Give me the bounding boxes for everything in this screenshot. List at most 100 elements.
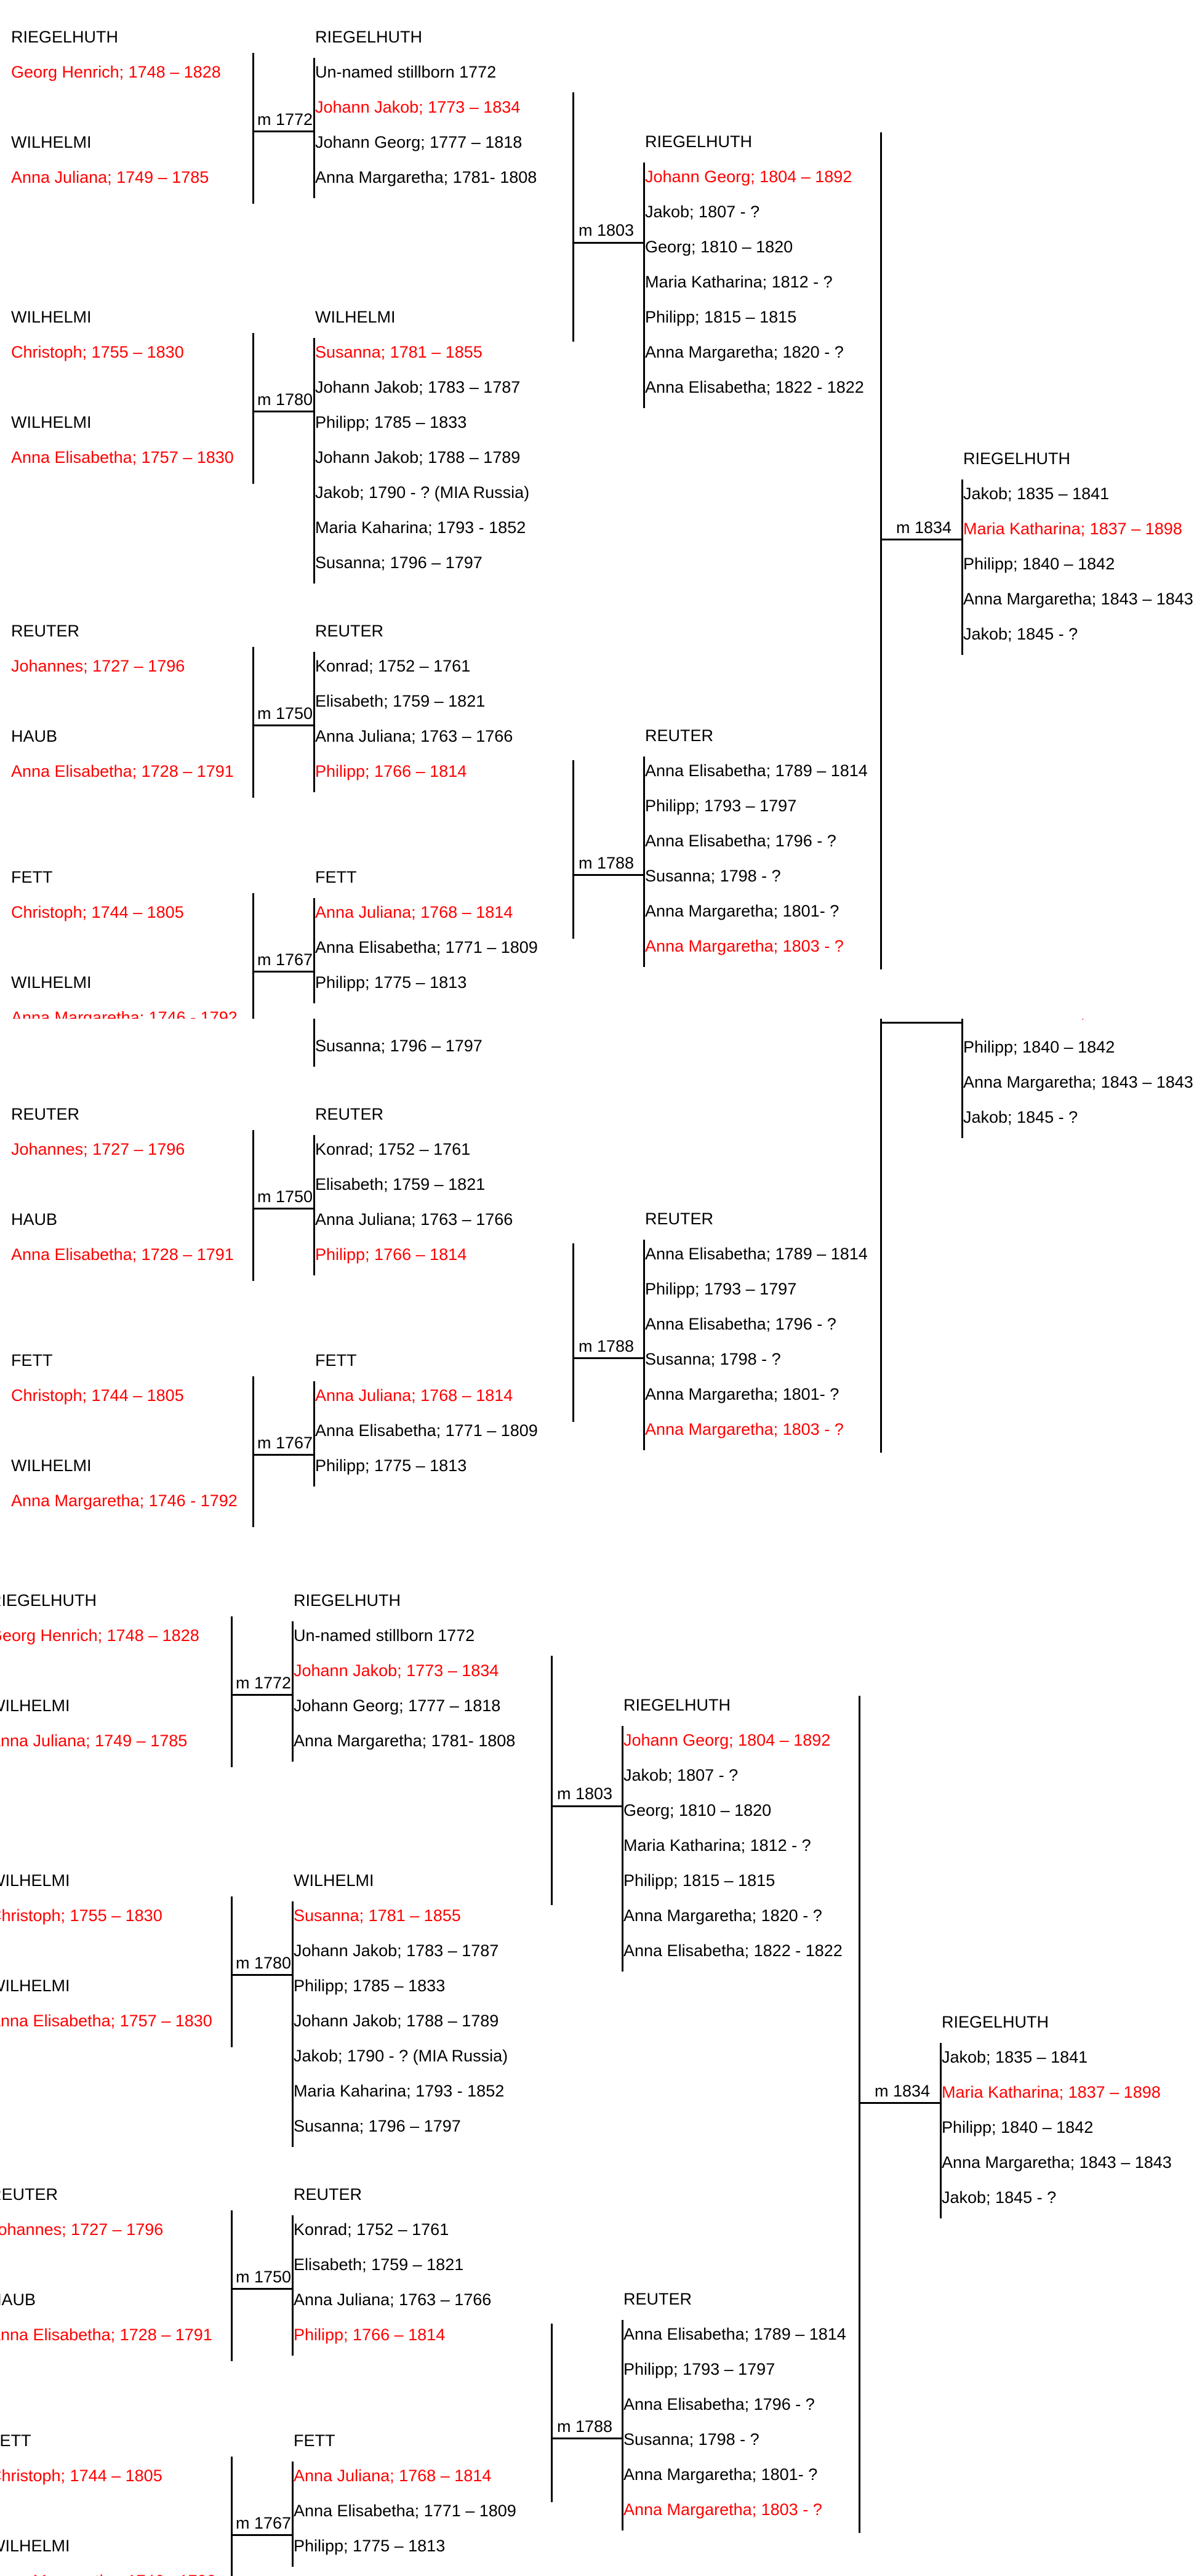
child-name: Anna Margaretha; 1803 - ?: [645, 936, 844, 955]
mother-name: Anna Elisabetha; 1757 – 1830: [11, 447, 234, 467]
marriage-line: [572, 874, 645, 876]
child-name: Anna Juliana; 1763 – 1766: [315, 726, 513, 745]
mother-name: Anna Elisabetha; 1728 – 1791: [11, 1245, 234, 1264]
parents-bracket: [231, 2210, 233, 2361]
children-bracket: [313, 1135, 315, 1276]
child-name: Jakob; 1845 - ?: [963, 1107, 1078, 1126]
mother-surname: WILHELMI: [11, 973, 92, 992]
child-name: Johann Georg; 1804 – 1892: [645, 167, 852, 186]
father-name: Johannes; 1727 – 1796: [0, 2220, 164, 2239]
children-surname: REUTER: [645, 726, 714, 745]
child-name: Johann Jakob; 1773 – 1834: [315, 97, 521, 116]
marriage-label: m 1750: [257, 1187, 313, 1206]
child-name: Susanna; 1796 – 1797: [315, 553, 483, 572]
mother-name: Anna Juliana; 1749 – 1785: [11, 167, 209, 187]
child-name: Philipp; 1840 – 1842: [963, 554, 1115, 573]
child-name: Anna Margaretha; 1803 - ?: [645, 1419, 844, 1438]
father-surname: WILHELMI: [0, 1871, 70, 1890]
marriage-line: [572, 241, 645, 244]
child-name: Jakob; 1845 - ?: [963, 624, 1078, 643]
marriage-label: m 1788: [579, 853, 635, 872]
child-name: Maria Katharina; 1812 - ?: [645, 272, 833, 291]
marriage-line: [572, 1357, 645, 1359]
child-name: Anna Margaretha; 1781- 1808: [294, 1731, 516, 1750]
marriage-line: [252, 1208, 315, 1210]
child-name: Konrad; 1752 – 1761: [294, 2220, 449, 2239]
children-bracket: [313, 1381, 315, 1487]
child-name: Anna Margaretha; 1843 – 1843: [963, 1072, 1193, 1091]
parents-bracket: [551, 1656, 553, 1905]
child-name: Susanna; 1798 - ?: [645, 1349, 781, 1368]
marriage-line: [551, 2438, 623, 2439]
marriage-line: [231, 2288, 294, 2290]
father-name: Christoph; 1744 – 1805: [11, 1386, 184, 1405]
child-name: Philipp; 1840 – 1842: [963, 1037, 1115, 1056]
child-name: Philipp; 1785 – 1833: [294, 1976, 446, 1995]
father-surname: RIEGELHUTH: [11, 27, 119, 46]
mother-surname: WILHELMI: [11, 1456, 92, 1475]
parents-bracket: [572, 92, 574, 342]
parents-bracket: [880, 132, 882, 969]
marriage-line: [252, 130, 315, 133]
child-name: Jakob; 1807 - ?: [645, 202, 760, 221]
marriage-label: m 1772: [236, 1673, 292, 1692]
father-name: Johannes; 1727 – 1796: [11, 656, 185, 675]
children-bracket: [313, 652, 315, 793]
children-bracket: [961, 1019, 963, 1139]
child-name: Jakob; 1790 - ? (MIA Russia): [315, 483, 530, 502]
marriage-line: [252, 971, 315, 973]
mother-surname: WILHELMI: [0, 2536, 70, 2555]
children-bracket: [961, 479, 963, 656]
children-surname: RIEGELHUTH: [645, 132, 753, 151]
marriage-label: m 1772: [257, 110, 313, 129]
children-bracket: [292, 1621, 294, 1762]
marriage-line: [551, 1805, 623, 1807]
child-name: Anna Elisabetha; 1789 – 1814: [645, 1244, 868, 1263]
child-name: Elisabeth; 1759 – 1821: [315, 1174, 486, 1194]
children-surname: REUTER: [315, 1104, 384, 1123]
children-surname: FETT: [294, 2431, 335, 2450]
child-name: Philipp; 1775 – 1813: [294, 2536, 446, 2555]
child-name: Maria Kaharina; 1793 - 1852: [315, 518, 526, 537]
child-name: Johann Jakob; 1783 – 1787: [315, 377, 521, 396]
marriage-label: m 1834: [875, 2081, 931, 2100]
children-surname: FETT: [315, 1350, 357, 1370]
child-name: Johann Jakob; 1783 – 1787: [294, 1941, 499, 1960]
child-name: Anna Elisabetha; 1796 - ?: [623, 2394, 815, 2413]
parents-bracket: [572, 760, 574, 939]
child-name: Maria Katharina; 1837 – 1898: [963, 1019, 1182, 1021]
father-name: Georg Henrich; 1748 – 1828: [0, 1626, 199, 1645]
parents-bracket: [859, 1696, 860, 2533]
children-bracket: [643, 756, 645, 968]
child-name: Jakob; 1835 – 1841: [942, 2047, 1088, 2066]
child-name: Johann Jakob; 1788 – 1789: [315, 447, 521, 467]
child-name: Georg; 1810 – 1820: [623, 1800, 772, 1820]
child-name: Anna Margaretha; 1801- ?: [645, 1384, 839, 1403]
children-bracket: [643, 1240, 645, 1451]
child-name: Anna Margaretha; 1820 - ?: [645, 342, 844, 361]
mother-surname: WILHELMI: [0, 1696, 70, 1715]
marriage-line: [859, 2102, 942, 2104]
child-name: Jakob; 1790 - ? (MIA Russia): [294, 2046, 508, 2065]
child-name: Susanna; 1798 - ?: [645, 866, 781, 885]
children-surname: RIEGELHUTH: [294, 1591, 401, 1610]
child-name: Anna Elisabetha; 1796 - ?: [645, 1314, 836, 1333]
child-name: Maria Kaharina; 1793 - 1852: [294, 2081, 505, 2100]
child-name: Anna Elisabetha; 1771 – 1809: [315, 937, 538, 957]
child-name: Un-named stillborn 1772: [315, 62, 497, 81]
child-name: Anna Margaretha; 1803 - ?: [623, 2500, 822, 2519]
child-name: Anna Elisabetha; 1796 - ?: [645, 831, 836, 850]
father-surname: FETT: [11, 867, 53, 886]
parents-bracket: [231, 1896, 233, 2047]
child-name: Johann Georg; 1804 – 1892: [623, 1730, 831, 1749]
parents-bracket: [231, 2456, 233, 2576]
children-bracket: [622, 1726, 623, 1972]
child-name: Anna Margaretha; 1820 - ?: [623, 1906, 822, 1925]
parents-bracket: [252, 52, 254, 204]
child-name: Jakob; 1807 - ?: [623, 1765, 739, 1784]
children-surname: REUTER: [645, 1209, 714, 1228]
child-name: Maria Katharina; 1837 – 1898: [942, 2082, 1161, 2101]
child-name: Anna Juliana; 1768 – 1814: [294, 2466, 492, 2485]
children-surname: RIEGELHUTH: [315, 27, 423, 46]
child-name: Susanna; 1796 – 1797: [294, 2116, 461, 2135]
